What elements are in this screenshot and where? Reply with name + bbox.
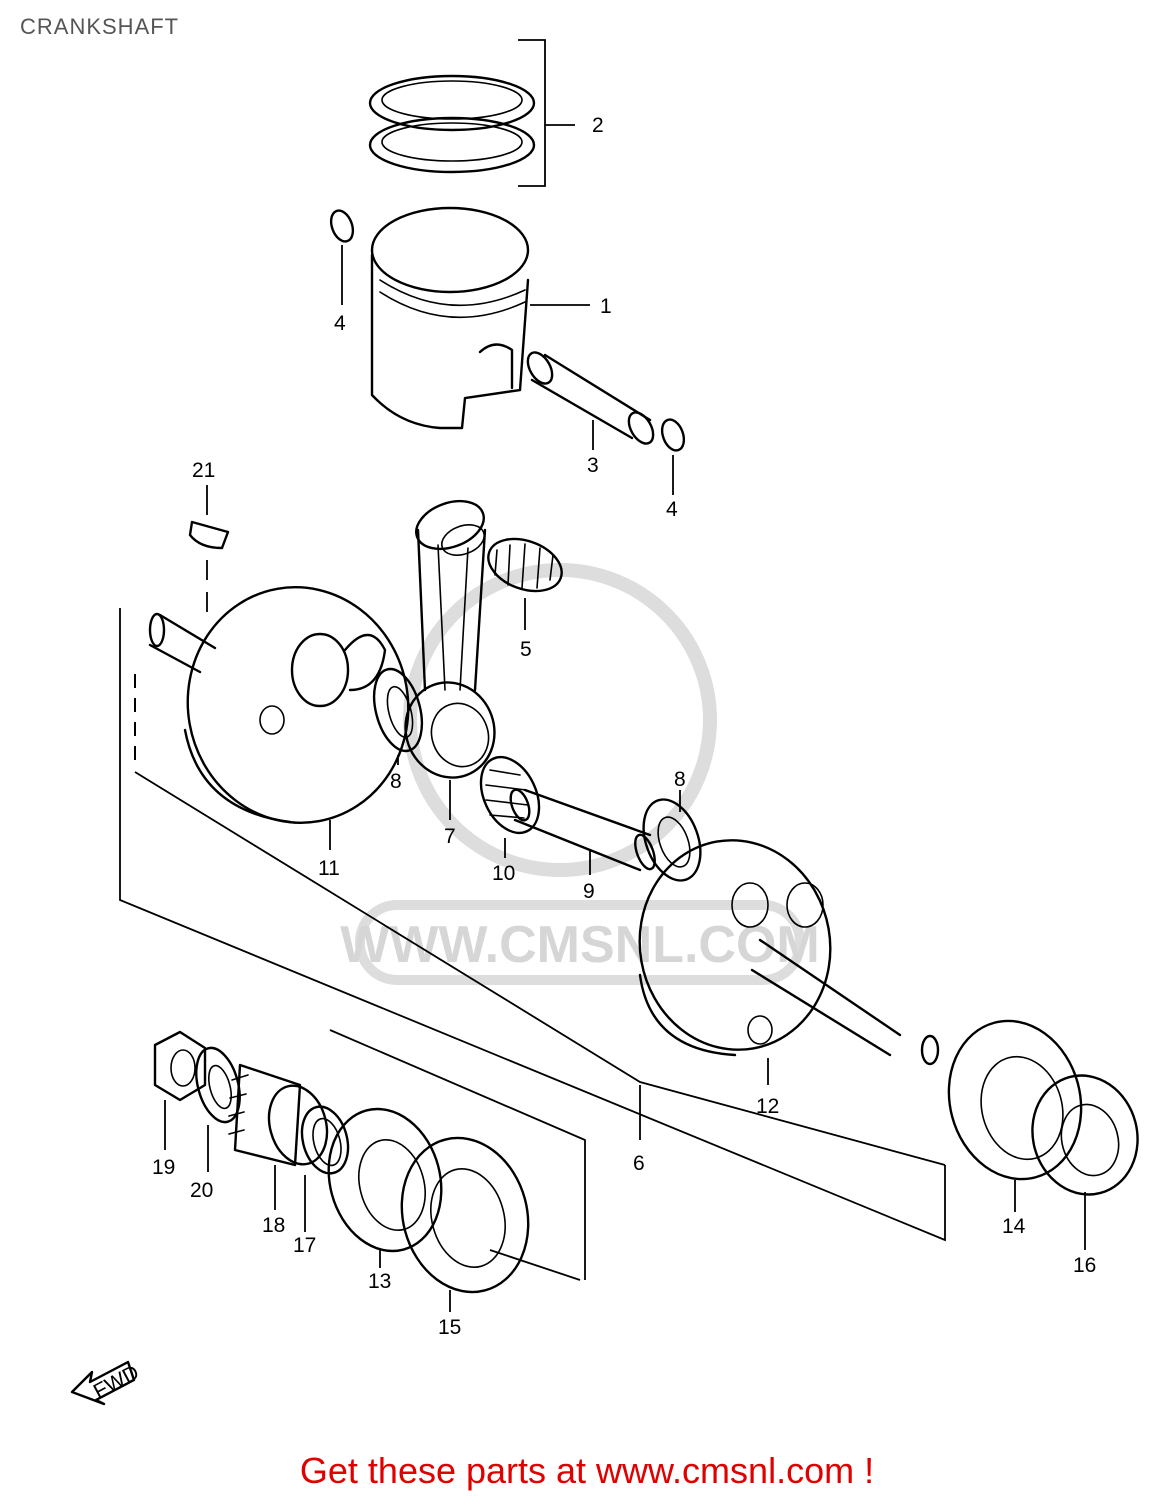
callout-21: 21 [192,459,215,482]
callout-2: 2 [592,114,604,137]
part-washer [195,1046,241,1172]
callout-16: 16 [1073,1254,1096,1277]
callout-6: 6 [633,1152,645,1175]
part-spacer [300,1105,350,1232]
footer-link-text[interactable]: Get these parts at www.cmsnl.com ! [299,1450,875,1491]
part-left-crank-half [148,586,410,850]
callout-8-left: 8 [390,770,402,793]
part-right-crank-half [638,839,940,1085]
callout-19: 19 [152,1156,175,1179]
callout-5: 5 [520,638,532,661]
callout-12: 12 [756,1095,779,1118]
callout-14: 14 [1002,1215,1026,1238]
callout-9: 9 [583,880,595,903]
callout-3: 3 [587,454,599,477]
callout-17: 17 [293,1234,316,1257]
callout-4-right: 4 [666,498,678,521]
part-connecting-rod [404,499,496,820]
callout-4-left: 4 [334,312,346,335]
forward-direction-marker: FWD [70,1360,143,1406]
part-big-end-bearing [479,755,541,858]
callout-10: 10 [492,862,515,885]
part-oil-seal-left [329,1029,586,1312]
part-woodruff-key [188,485,230,612]
part-crank-pin [509,788,656,875]
part-main-bearing-left [327,1107,443,1268]
callout-7: 7 [444,825,456,848]
callout-18: 18 [262,1214,285,1237]
watermark-text: WWW.CMSNL.COM [340,916,819,974]
callout-11: 11 [318,857,340,880]
callout-13: 13 [368,1270,391,1293]
part-piston-pin [526,351,655,450]
part-thrust-washers [372,667,702,882]
exploded-parts-diagram: WWW.CMSNL.COM [70,39,1139,1406]
watermark-ring [403,563,717,877]
callout-20: 20 [190,1179,213,1202]
callout-15: 15 [438,1316,461,1339]
callout-8-right: 8 [674,768,686,791]
part-piston-rings [368,39,575,187]
part-piston [370,206,590,430]
crankshaft-assembly-bracket [119,608,946,1242]
callout-1: 1 [600,295,612,318]
page-title: CRANKSHAFT [20,14,180,39]
part-oil-seal-right [1031,1074,1139,1250]
watermark-logo: WWW.CMSNL.COM [340,563,820,985]
watermark-banner [355,900,805,985]
part-nut [153,1030,207,1150]
part-circlips [329,209,686,495]
part-main-bearing-right [947,1019,1083,1212]
callout-labels: 1 2 3 4 4 5 6 7 8 8 9 10 11 12 13 14 15 … [152,114,1096,1339]
part-primary-gear [228,1063,329,1210]
part-small-end-bearing [487,537,563,630]
